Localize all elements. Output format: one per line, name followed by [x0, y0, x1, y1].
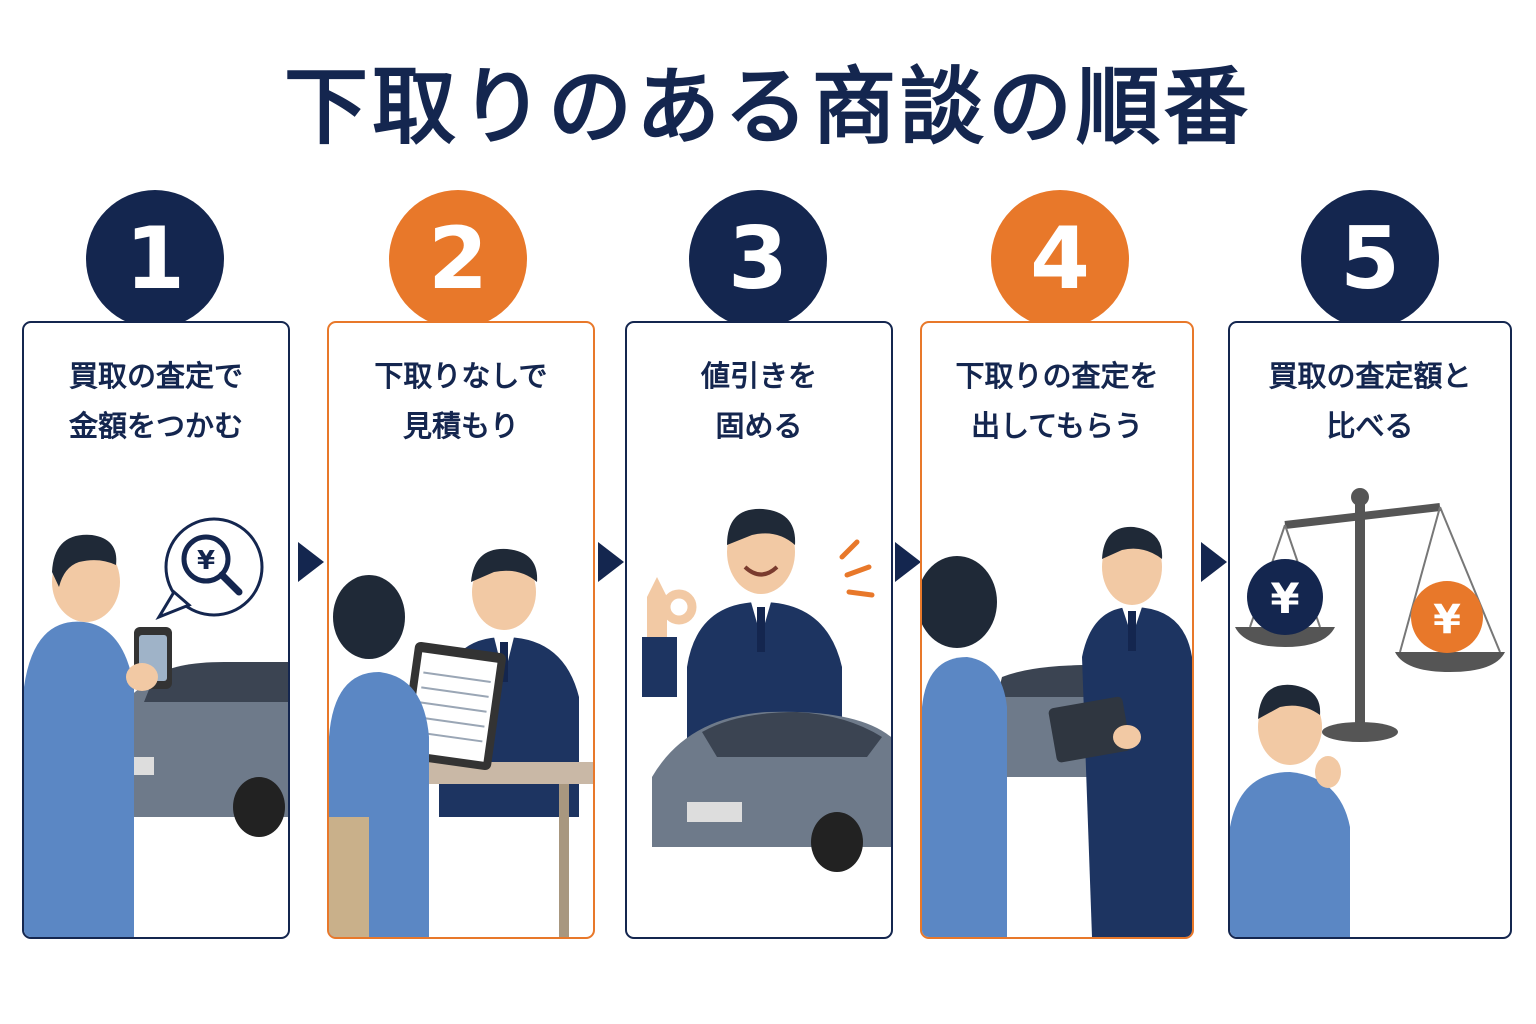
- search-yen-icon: ¥: [155, 517, 264, 621]
- step-4-illustration: [922, 526, 1192, 937]
- step-2-caption: 下取りなしで 見積もり: [329, 351, 593, 451]
- step-4-caption: 下取りの査定を 出してもらう: [922, 351, 1192, 451]
- salesman-icon: [1082, 526, 1192, 937]
- arrow-2-3-icon: [598, 542, 624, 582]
- thinking-person-icon: [1230, 684, 1350, 937]
- step-2-caption-line2: 見積もり: [402, 409, 519, 443]
- step-4-caption-line2: 出してもらう: [971, 409, 1143, 443]
- step-5-yen-right: ¥: [1433, 597, 1461, 643]
- step-3-number-badge: 3: [689, 190, 827, 328]
- step-1-caption: 買取の査定で 金額をつかむ: [24, 351, 288, 451]
- step-3-caption: 値引きを 固める: [627, 351, 891, 451]
- step-3-card: 値引きを 固める: [625, 321, 893, 939]
- arrow-3-4-icon: [895, 542, 921, 582]
- yen-coin-orange-icon: ¥: [1411, 581, 1483, 653]
- tablet-icon: [1048, 696, 1141, 763]
- step-5-card: 買取の査定額と 比べる ¥ ¥: [1228, 321, 1512, 939]
- step-3-caption-line1: 値引きを: [700, 359, 817, 393]
- step-2-number-badge: 2: [389, 190, 527, 328]
- step-1-yen-text: ¥: [197, 546, 215, 576]
- step-5-caption: 買取の査定額と 比べる: [1230, 351, 1510, 451]
- step-2-caption-line1: 下取りなしで: [374, 359, 548, 393]
- step-5-caption-line1: 買取の査定額と: [1268, 359, 1472, 393]
- smiling-salesman-icon: [687, 508, 842, 747]
- car-icon: [114, 662, 288, 837]
- step-2-card: 下取りなしで 見積もり: [327, 321, 595, 939]
- sparkle-icon: [839, 539, 875, 598]
- step-5-number-badge: 5: [1301, 190, 1439, 328]
- step-3-caption-line2: 固める: [715, 409, 803, 443]
- ok-hand-icon: [642, 577, 697, 697]
- arrow-4-5-icon: [1201, 542, 1227, 582]
- customer-icon: [329, 575, 429, 937]
- step-2-illustration: [329, 548, 593, 937]
- step-4-card: 下取りの査定を 出してもらう: [920, 321, 1194, 939]
- step-1-caption-line2: 金額をつかむ: [68, 409, 243, 443]
- step-1-number-badge: 1: [86, 190, 224, 328]
- step-5-yen-left: ¥: [1270, 574, 1299, 623]
- yen-coin-navy-icon: ¥: [1247, 559, 1323, 635]
- step-1-caption-line1: 買取の査定で: [68, 359, 243, 393]
- page-title: 下取りのある商談の順番: [283, 58, 1252, 156]
- step-4-number-badge: 4: [991, 190, 1129, 328]
- step-1-card: 買取の査定で 金額をつかむ ¥: [22, 321, 290, 939]
- step-1-illustration: ¥: [24, 517, 288, 937]
- person-icon: [24, 534, 172, 937]
- step-3-illustration: [642, 508, 891, 872]
- step-5-illustration: ¥ ¥: [1230, 488, 1505, 937]
- arrow-1-2-icon: [298, 542, 324, 582]
- step-4-caption-line1: 下取りの査定を: [955, 359, 1159, 393]
- customer-icon: [922, 556, 1007, 937]
- step-5-caption-line2: 比べる: [1326, 409, 1414, 443]
- car-icon: [652, 711, 891, 872]
